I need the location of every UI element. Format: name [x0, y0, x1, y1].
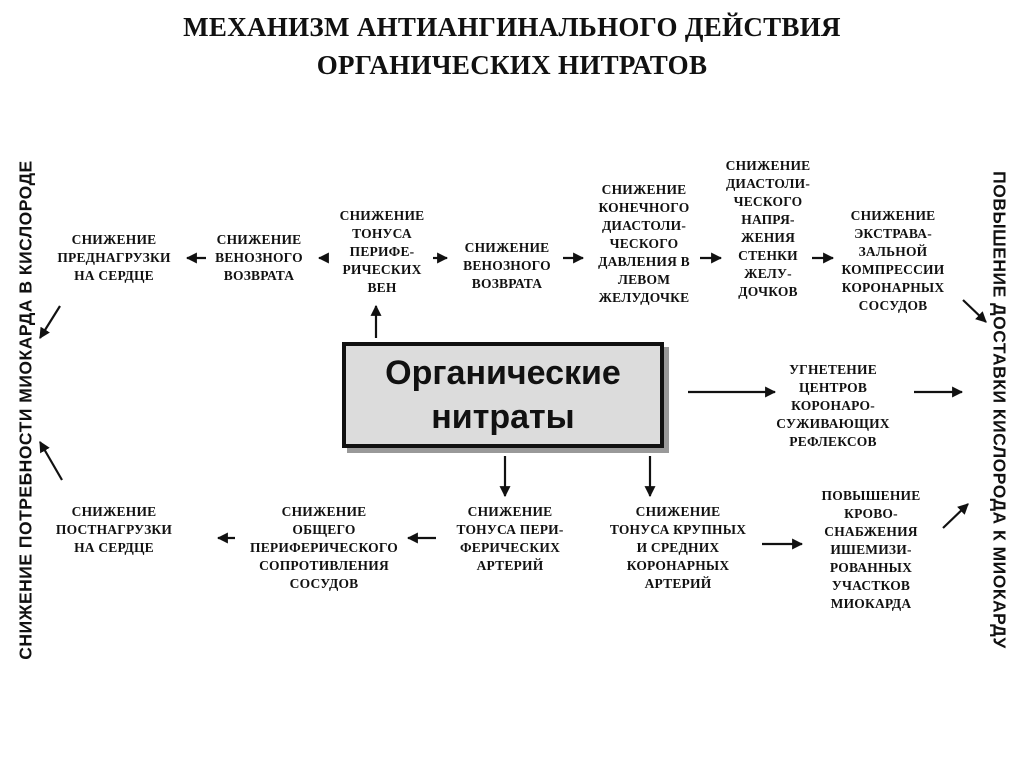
node-wall-tension: СНИЖЕНИЕ ДИАСТОЛИ- ЧЕСКОГО НАПРЯ- ЖЕНИЯ … — [725, 158, 811, 299]
node-reflex-inhibition: УГНЕТЕНИЕ ЦЕНТРОВ КОРОНАРО- СУЖИВАЮЩИХ Р… — [776, 362, 890, 449]
node-extravascular-compression: СНИЖЕНИЕ ЭКСТРАВА- ЗАЛЬНОЙ КОМПРЕССИИ КО… — [841, 208, 945, 313]
central-box-organic-nitrates: Органические нитраты — [342, 342, 664, 448]
node-arterial-tone-reduction: СНИЖЕНИЕ ТОНУСА ПЕРИ- ФЕРИЧЕСКИХ АРТЕРИЙ — [456, 504, 564, 573]
diagram-title: МЕХАНИЗМ АНТИАНГИНАЛЬНОГО ДЕЙСТВИЯ ОРГАН… — [183, 12, 841, 80]
arrow-compression-to-side — [962, 299, 987, 323]
node-venous-tone-reduction: СНИЖЕНИЕ ТОНУСА ПЕРИФЕ- РИЧЕСКИХ ВЕН — [339, 208, 425, 295]
arrow-preload-to-side — [39, 305, 61, 339]
node-preload-reduction: СНИЖЕНИЕ ПРЕДНАГРУЗКИ НА СЕРДЦЕ — [57, 232, 171, 283]
arrow-afterload-to-side — [39, 441, 63, 481]
node-venous-return-right: СНИЖЕНИЕ ВЕНОЗНОГО ВОЗВРАТА — [463, 240, 551, 291]
node-end-diastolic-pressure: СНИЖЕНИЕ КОНЕЧНОГО ДИАСТОЛИ- ЧЕСКОГО ДАВ… — [598, 182, 690, 305]
central-label: Органические нитраты — [385, 354, 621, 436]
node-afterload-reduction: СНИЖЕНИЕ ПОСТНАГРУЗКИ НА СЕРДЦЕ — [55, 504, 173, 555]
node-peripheral-resistance: СНИЖЕНИЕ ОБЩЕГО ПЕРИФЕРИЧЕСКОГО СОПРОТИВ… — [250, 504, 398, 591]
node-coronary-tone-reduction: СНИЖЕНИЕ ТОНУСА КРУПНЫХ И СРЕДНИХ КОРОНА… — [609, 504, 747, 591]
node-blood-supply-increase: ПОВЫШЕНИЕ КРОВО- СНАБЖЕНИЯ ИШЕМИЗИ- РОВА… — [821, 488, 921, 611]
node-venous-return-left: СНИЖЕНИЕ ВЕНОЗНОГО ВОЗВРАТА — [215, 232, 303, 283]
arrow-blood-supply-to-side — [942, 503, 969, 529]
